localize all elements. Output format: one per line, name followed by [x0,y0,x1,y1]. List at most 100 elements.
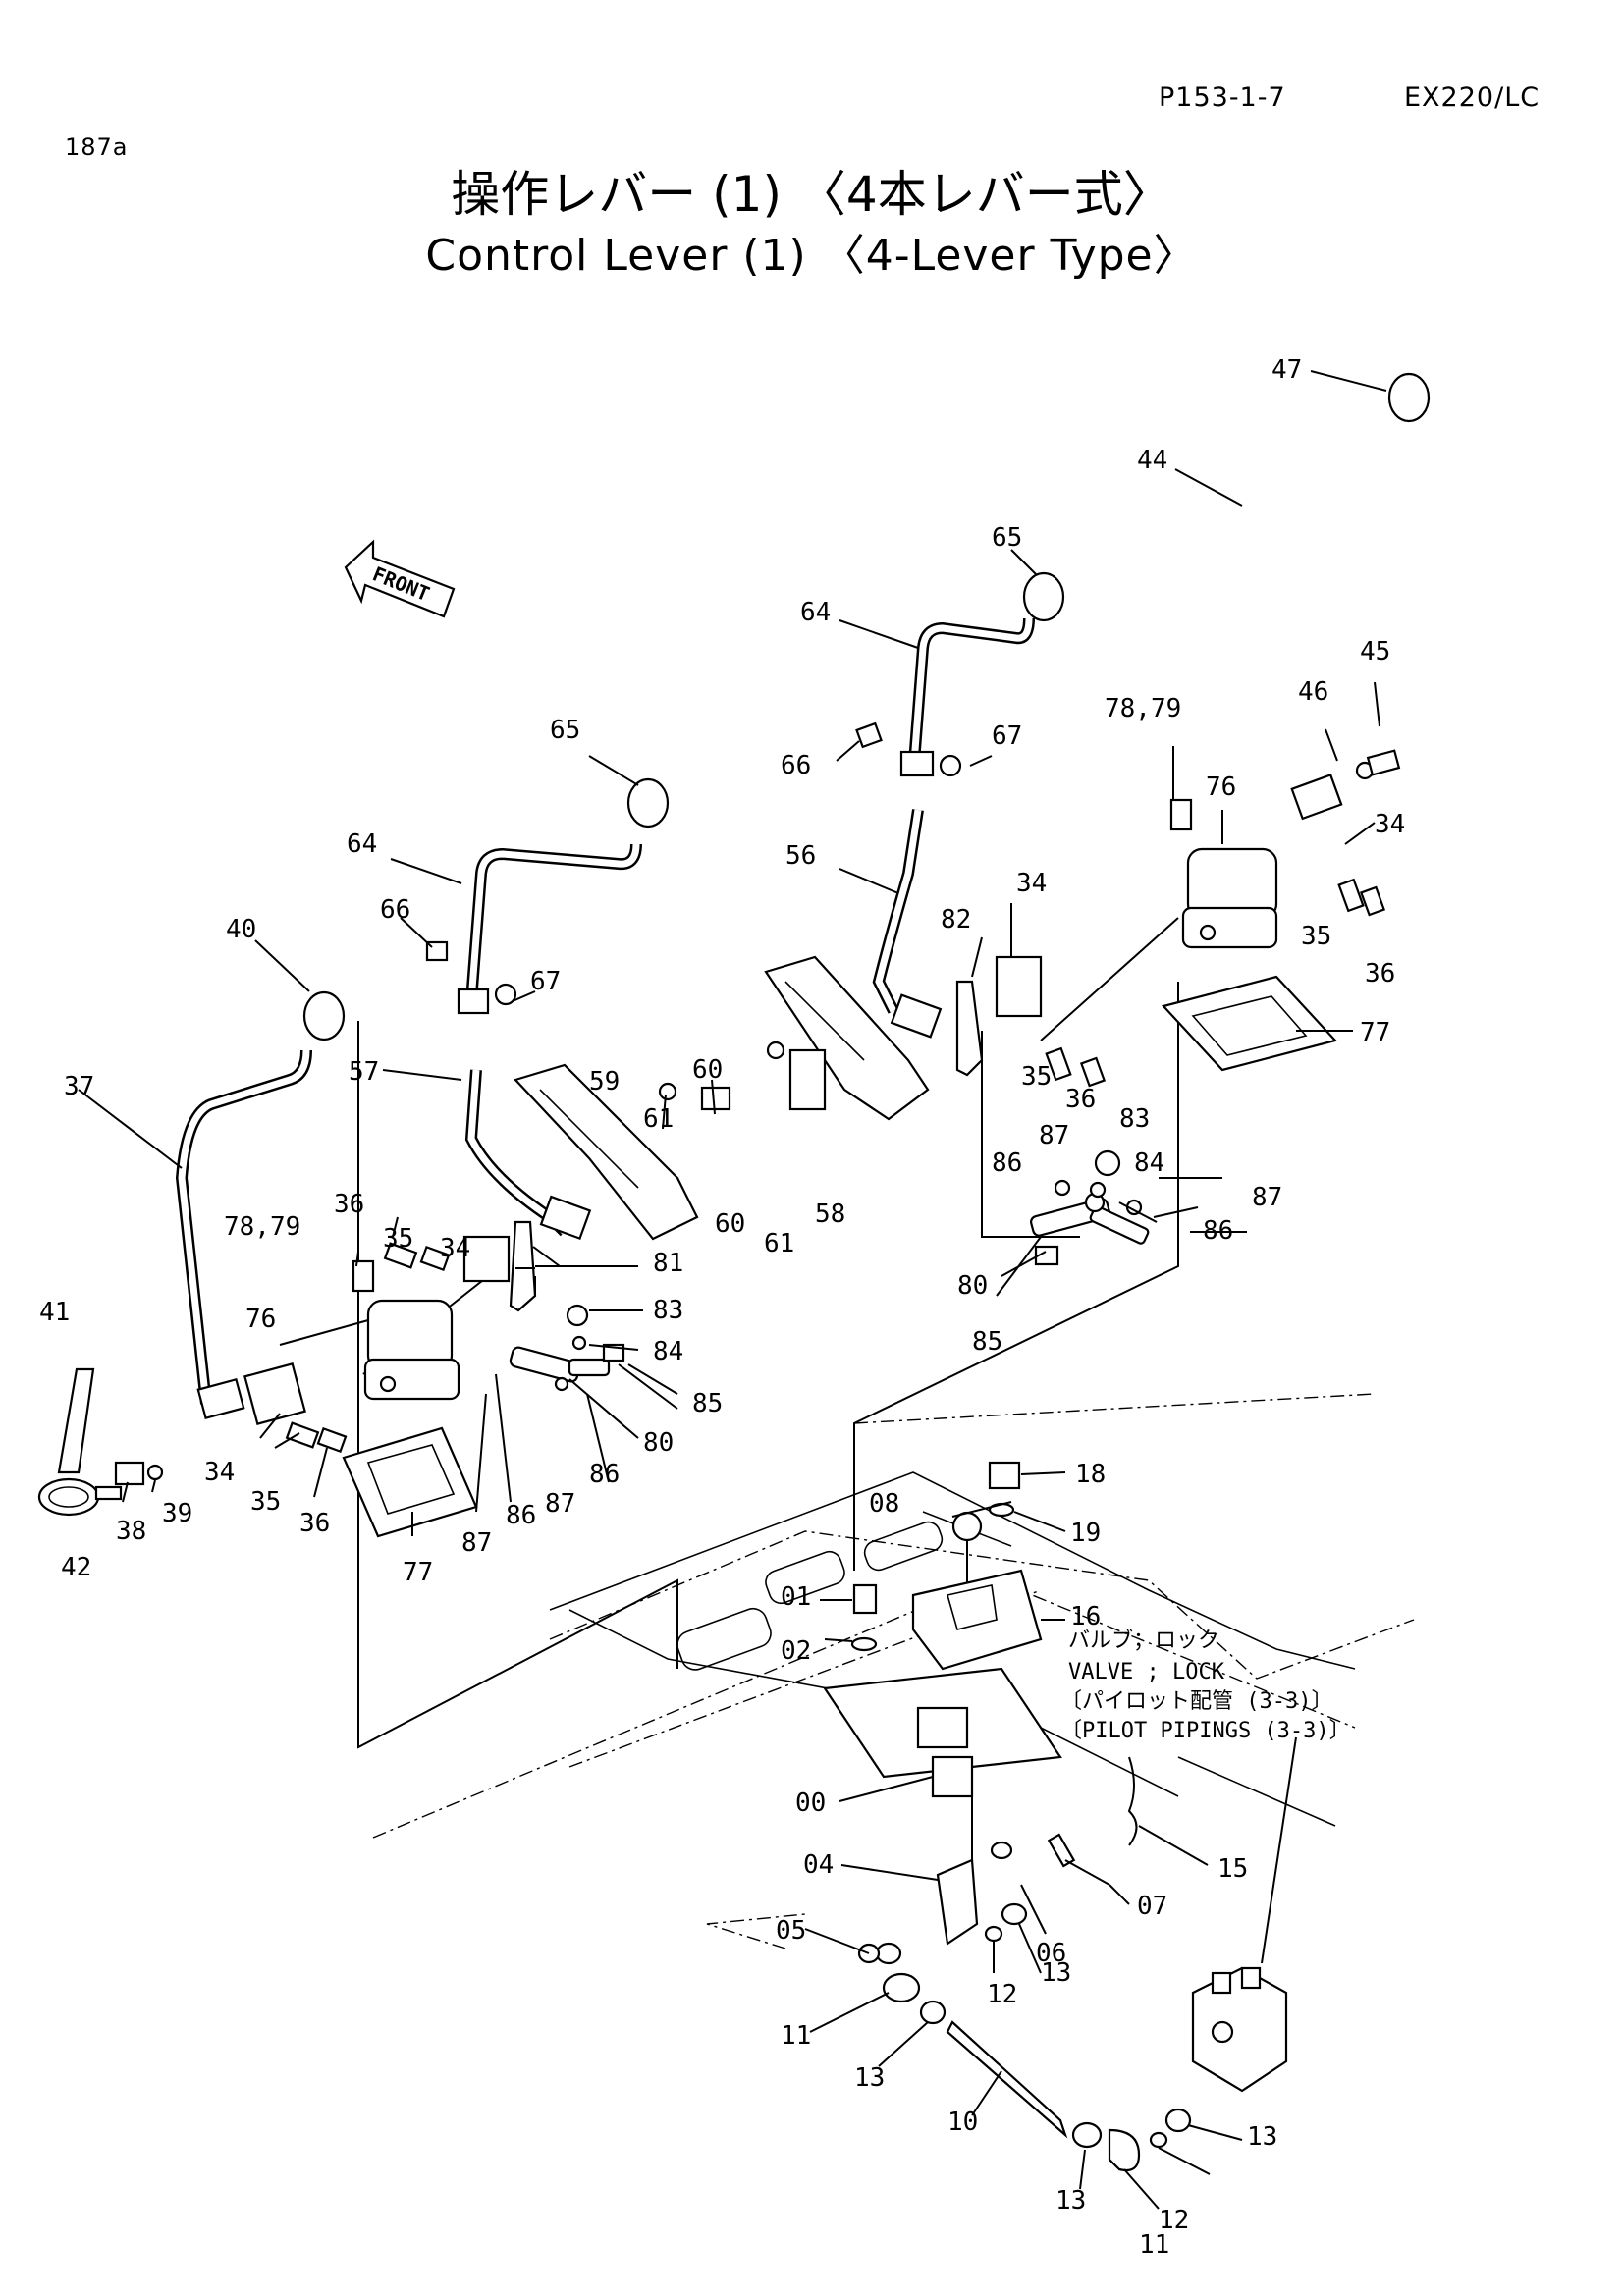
clamp-42-icon [37,1477,123,1517]
label-47: 47 [1271,355,1302,385]
label-59: 59 [589,1067,620,1096]
label-57: 57 [349,1057,379,1087]
title-english: Control Lever (1) 〈4-Lever Type〉 [425,231,1198,281]
label-12: 12 [987,1980,1017,2009]
valve-lock-note: バルブ；ロック VALVE ; LOCK 〔パイロット配管 (3-3)〕 〔PI… [1060,1629,1351,1743]
label-86: 86 [1203,1216,1233,1246]
label-84: 84 [653,1337,683,1366]
label-36: 36 [334,1190,364,1219]
model-code: EX220/LC [1404,82,1541,113]
lever-56 [872,809,943,1039]
label-80: 80 [643,1428,674,1458]
label-67: 67 [530,967,561,996]
label-80: 80 [957,1271,988,1301]
pilot-note-jp: 〔パイロット配管 (3-3)〕 [1060,1689,1332,1714]
label-85: 85 [972,1327,1002,1357]
block-34-middle [995,955,1043,1018]
label-36: 36 [1065,1085,1096,1114]
bracket-82 [955,980,984,1077]
pilot-note-en: 〔PILOT PIPINGS (3-3)〕 [1060,1719,1351,1743]
label-56: 56 [785,841,816,871]
label-18: 18 [1075,1460,1106,1489]
label-85: 85 [692,1389,723,1418]
label-13: 13 [1055,2186,1086,2216]
lock-valve-icon [1191,1736,1297,2093]
label-61: 61 [764,1229,794,1258]
part-labels: 47 44 65 64 45 46 66 67 78,79 76 34 56 6… [39,355,1405,2260]
label-38: 38 [116,1517,146,1546]
assembly-guide-lines [357,917,1179,1749]
label-35: 35 [250,1487,281,1517]
label-01: 01 [781,1582,811,1612]
label-37: 37 [64,1072,94,1101]
label-06: 06 [1036,1939,1066,1968]
label-42: 42 [61,1553,91,1582]
label-82: 82 [941,905,971,934]
leader-lines [78,370,1387,2210]
small-hardware [114,721,1401,1486]
pilot-valve-76-left [363,1299,460,1401]
valve-note-en: VALVE ; LOCK [1068,1660,1225,1684]
label-76: 76 [1206,773,1236,802]
label-35: 35 [383,1224,413,1254]
label-58: 58 [815,1200,845,1229]
label-00: 00 [795,1789,826,1818]
cab-floor-outline [372,1393,1415,1949]
label-15: 15 [1217,1854,1248,1884]
title-japanese: 操作レバー (1) 〈4本レバー式〉 [451,166,1172,223]
block-34-lower [243,1362,306,1425]
label-76: 76 [245,1305,276,1334]
label-45: 45 [1360,637,1390,667]
lever-64-middle [899,617,1035,777]
label-65: 65 [992,523,1022,553]
label-34: 34 [1016,869,1047,898]
lever-57 [464,1069,592,1241]
label-12: 12 [1159,2206,1189,2235]
pedal-58 [764,955,930,1121]
label-35: 35 [1301,922,1331,951]
block-34-upper [462,1235,511,1283]
label-13: 13 [1247,2122,1277,2152]
label-08: 08 [869,1489,899,1519]
label-60: 60 [692,1055,723,1085]
label-46: 46 [1298,677,1328,707]
lever-37 [175,1049,312,1420]
knob-47-icon [1387,372,1431,423]
spring-80-right [1030,1192,1150,1245]
lever-64-left [457,843,642,1015]
label-81: 81 [653,1249,683,1278]
pilot-valve-76-right [1181,847,1278,949]
lock-lever-assembly [823,1461,1192,2172]
label-40: 40 [226,915,256,944]
label-66: 66 [781,751,811,780]
label-84: 84 [1134,1148,1164,1178]
label-77: 77 [403,1558,433,1587]
label-02: 02 [781,1636,811,1666]
label-83: 83 [653,1296,683,1325]
label-87: 87 [1252,1183,1282,1212]
label-16: 16 [1070,1602,1101,1631]
label-34: 34 [440,1234,470,1263]
label-83: 83 [1119,1104,1150,1134]
knob-65-left-icon [626,777,670,828]
valve-note-jp: バルブ；ロック [1068,1629,1219,1653]
label-87: 87 [1039,1121,1069,1150]
label-44: 44 [1137,446,1167,475]
label-65: 65 [550,716,580,745]
label-05: 05 [776,1916,806,1946]
label-64: 64 [347,829,377,859]
label-34: 34 [204,1458,235,1487]
label-60: 60 [715,1209,745,1239]
plate-77-left [342,1426,478,1538]
label-07: 07 [1137,1892,1167,1921]
label-86: 86 [992,1148,1022,1178]
label-86: 86 [589,1460,620,1489]
label-66: 66 [380,895,410,925]
label-35: 35 [1021,1062,1052,1092]
label-64: 64 [800,598,831,627]
label-41: 41 [39,1298,70,1327]
figure-number: 187a [65,133,129,161]
lever-44 [1243,422,1396,821]
label-04: 04 [803,1850,834,1880]
